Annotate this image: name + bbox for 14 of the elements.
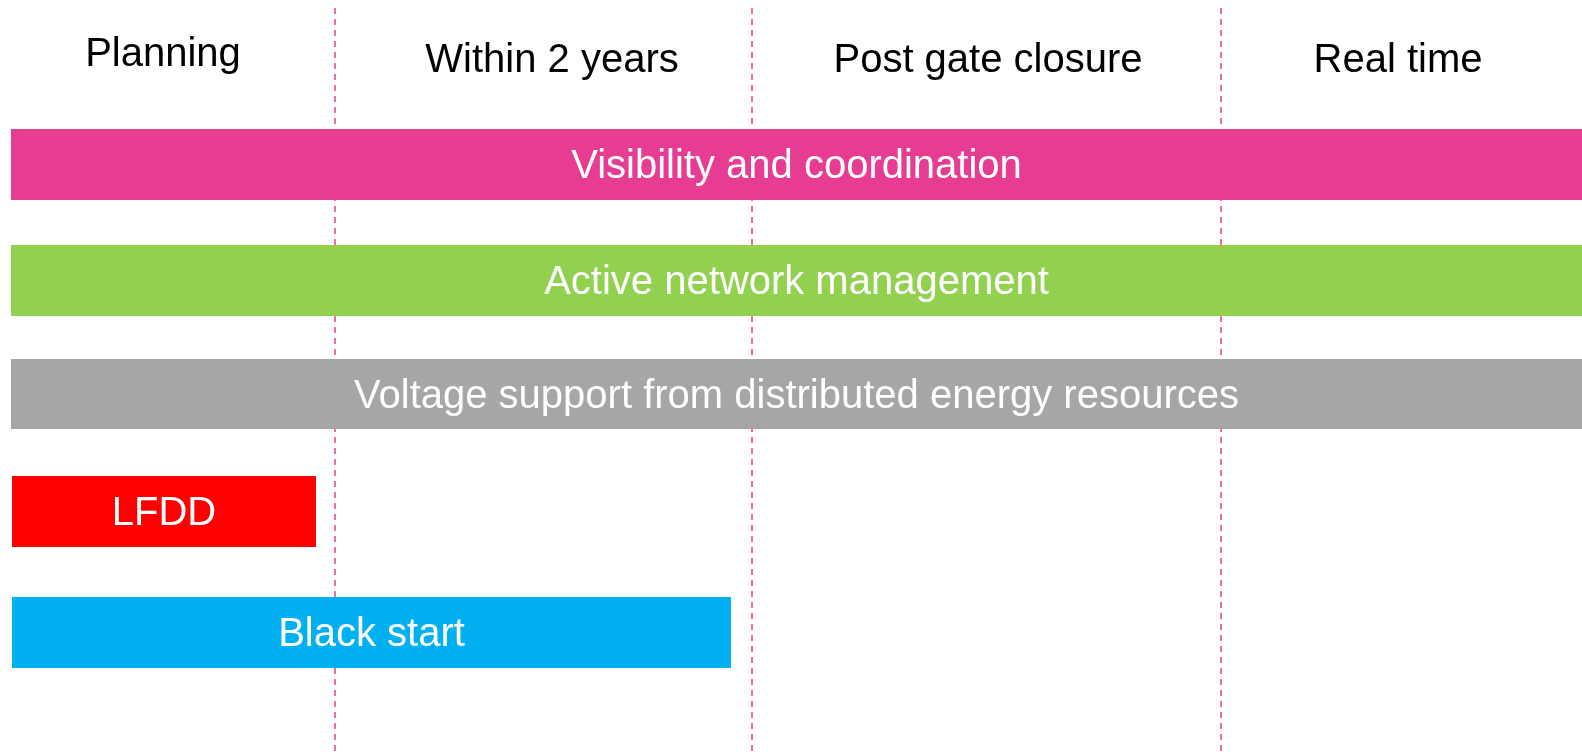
bar-label: Black start <box>278 610 465 655</box>
bar-label: LFDD <box>111 489 217 534</box>
timeline-bar <box>11 245 1582 316</box>
timeline-bar <box>11 129 1582 200</box>
bar-label: Visibility and coordination <box>571 142 1022 187</box>
timeline-bar <box>11 359 1582 429</box>
column-heading: Real time <box>1313 36 1483 81</box>
bar-label: Voltage support from distributed energy resources <box>354 371 1239 417</box>
timeline-bar <box>12 597 731 668</box>
timeline-bar <box>12 476 316 547</box>
column-heading: Post gate closure <box>833 36 1143 81</box>
column-heading: Planning <box>85 30 241 75</box>
bar-label: Active network management <box>544 258 1049 303</box>
column-heading: Within 2 years <box>425 36 679 81</box>
